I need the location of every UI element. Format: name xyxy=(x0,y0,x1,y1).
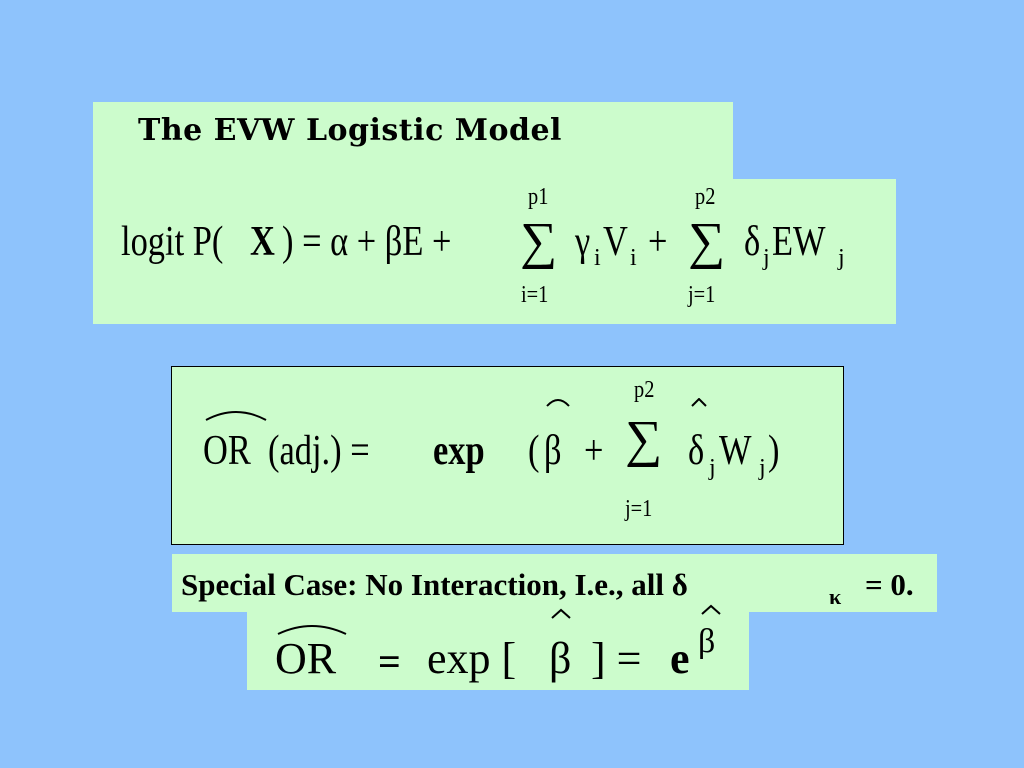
plus-sign: + xyxy=(648,219,668,265)
sum-upper: p2 xyxy=(634,377,655,403)
w-variable: W xyxy=(719,428,752,474)
kappa-subscript: κ xyxy=(829,584,842,609)
sum2-lower: j=1 xyxy=(688,282,716,308)
or-hat-arc-icon xyxy=(277,625,347,635)
delta-subscript: j xyxy=(709,455,716,481)
special-case-panel xyxy=(172,554,937,612)
equals-sign: = xyxy=(378,639,401,684)
exp-bracket: exp [ xyxy=(427,634,517,683)
v-subscript: i xyxy=(630,245,637,271)
ew-term: EW xyxy=(772,219,826,265)
beta-hat: β xyxy=(544,428,562,474)
w-subscript: j xyxy=(759,455,766,481)
or-label: OR xyxy=(275,634,337,683)
plus-sign: + xyxy=(584,428,604,474)
sum-sigma: ∑ xyxy=(625,411,663,468)
hat-arc-icon xyxy=(205,411,267,421)
exp-bold: exp xyxy=(433,428,485,474)
sum1-sigma: ∑ xyxy=(520,213,558,270)
e-bold: e xyxy=(670,634,690,683)
close-bracket-equals: ] = xyxy=(591,634,642,683)
logit-lhs: logit P( xyxy=(121,219,224,265)
or-label: OR xyxy=(203,428,251,474)
delta-subscript: j xyxy=(763,245,770,271)
model-panel xyxy=(93,102,733,324)
ew-subscript: j xyxy=(838,245,845,271)
sum2-sigma: ∑ xyxy=(688,213,726,270)
special-case-tail: = 0. xyxy=(865,567,914,602)
sum-lower: j=1 xyxy=(625,496,653,522)
beta-hat-icon xyxy=(546,399,570,407)
x-vector: X xyxy=(250,219,275,265)
model-panel-extension xyxy=(733,179,896,324)
special-case-text: Special Case: No Interaction, I.e., all … xyxy=(181,567,688,602)
v-variable: V xyxy=(603,219,628,265)
sum1-lower: i=1 xyxy=(521,282,549,308)
delta-hat: δ xyxy=(688,428,705,474)
model-title: The EVW Logistic Model xyxy=(138,113,562,148)
beta-hat: β xyxy=(549,634,572,683)
logit-rhs: ) = α + βE + xyxy=(282,219,452,265)
sum1-upper: p1 xyxy=(528,184,549,210)
adj-label: (adj.) = xyxy=(268,428,370,474)
exponent-beta: β xyxy=(698,623,716,660)
no-interaction-or-panel xyxy=(247,612,749,690)
close-paren: ) xyxy=(768,428,780,474)
gamma-subscript: i xyxy=(594,245,601,271)
beta-hat-icon xyxy=(551,608,571,619)
delta: δ xyxy=(744,219,761,265)
adjusted-or-panel xyxy=(171,366,844,545)
exponent-hat-icon xyxy=(701,604,721,615)
delta-hat-icon xyxy=(691,398,707,407)
open-paren: ( xyxy=(528,428,540,474)
gamma: γ xyxy=(575,219,591,265)
sum2-upper: p2 xyxy=(695,184,716,210)
